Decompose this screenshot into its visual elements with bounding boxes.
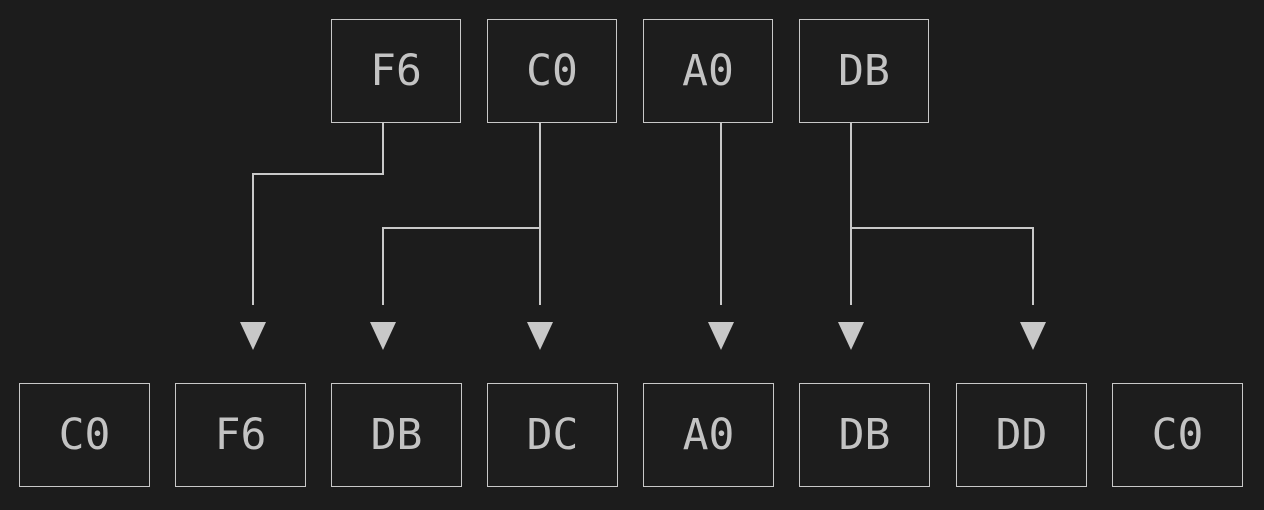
bottom-node-c0-1: C0 — [19, 383, 150, 487]
edge-f6-stem — [382, 123, 384, 175]
bottom-node-c0-2: C0 — [1112, 383, 1243, 487]
top-node-db: DB — [799, 19, 929, 123]
edge-db-stem — [850, 123, 852, 305]
arrowhead-c0-to-dc — [527, 322, 553, 350]
edge-db-branch — [850, 227, 1034, 229]
top-node-c0: C0 — [487, 19, 617, 123]
arrowhead-db-to-dd — [1020, 322, 1046, 350]
top-node-a0: A0 — [643, 19, 773, 123]
bottom-node-c0-2-label: C0 — [1151, 409, 1204, 460]
bottom-node-db-2-label: DB — [838, 409, 891, 460]
bottom-node-f6-label: F6 — [214, 409, 267, 460]
bottom-node-a0-label: A0 — [682, 409, 735, 460]
bottom-node-dc: DC — [487, 383, 618, 487]
edge-db-branch-drop — [1032, 227, 1034, 305]
edge-f6-drop — [252, 173, 254, 305]
edge-f6-elbow — [252, 173, 384, 175]
bottom-node-dd: DD — [956, 383, 1087, 487]
bottom-node-a0: A0 — [643, 383, 774, 487]
bottom-node-dc-label: DC — [526, 409, 579, 460]
arrowhead-db-to-db — [838, 322, 864, 350]
arrowhead-a0-to-a0 — [708, 322, 734, 350]
bottom-node-c0-1-label: C0 — [58, 409, 111, 460]
bottom-node-db-1: DB — [331, 383, 462, 487]
edge-c0-branch — [382, 227, 541, 229]
bottom-node-db-2: DB — [799, 383, 930, 487]
edge-a0-stem — [720, 123, 722, 305]
edge-c0-branch-drop — [382, 227, 384, 305]
bottom-node-f6: F6 — [175, 383, 306, 487]
top-node-f6: F6 — [331, 19, 461, 123]
bottom-node-dd-label: DD — [995, 409, 1048, 460]
top-node-a0-label: A0 — [682, 45, 734, 96]
top-node-f6-label: F6 — [370, 45, 422, 96]
top-node-c0-label: C0 — [526, 45, 578, 96]
top-node-db-label: DB — [838, 45, 890, 96]
edge-c0-stem — [539, 123, 541, 305]
bottom-node-db-1-label: DB — [370, 409, 423, 460]
arrowhead-c0-to-db — [370, 322, 396, 350]
arrowhead-f6-to-f6 — [240, 322, 266, 350]
